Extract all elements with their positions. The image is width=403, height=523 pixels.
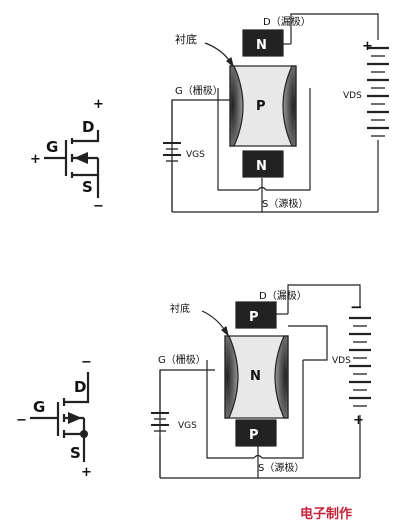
bottom-symbol-minus: − bbox=[81, 355, 92, 370]
top-symbol-s: S bbox=[82, 178, 93, 196]
bottom-vds-battery bbox=[349, 316, 371, 407]
top-symbol-g: G bbox=[46, 138, 58, 156]
bottom-substrate-label: 衬底 bbox=[170, 302, 190, 315]
top-symbol-plus: + bbox=[93, 97, 104, 112]
top-source-region: N bbox=[256, 159, 267, 174]
top-gate-sign: + bbox=[30, 152, 41, 167]
bottom-vds-label: VDS bbox=[332, 356, 351, 366]
top-mosfet-symbol bbox=[44, 130, 100, 198]
bottom-symbol-plus: + bbox=[81, 465, 92, 480]
bottom-mosfet-symbol bbox=[30, 372, 90, 462]
top-drain-label: D（漏极） bbox=[263, 15, 311, 28]
bottom-vds-plus: + bbox=[353, 413, 364, 428]
top-symbol-minus: − bbox=[93, 199, 104, 214]
top-drain-region: N bbox=[256, 38, 267, 53]
bottom-vgs-battery bbox=[151, 412, 169, 432]
top-vgs-battery bbox=[163, 142, 181, 162]
top-vgs-label: VGS bbox=[186, 150, 205, 160]
top-diagram bbox=[163, 13, 389, 213]
bottom-source-region: P bbox=[249, 428, 259, 443]
bottom-drain-label: D（漏极） bbox=[259, 289, 307, 302]
bottom-vgs-label: VGS bbox=[178, 421, 197, 431]
top-gate-label: G（栅极） bbox=[175, 84, 223, 97]
bottom-source-label: S（源极） bbox=[258, 461, 304, 474]
bottom-vds-minus: − bbox=[350, 298, 363, 316]
bottom-symbol-d: D bbox=[74, 378, 86, 396]
top-substrate-label: 衬底 bbox=[175, 32, 197, 46]
bottom-diagram bbox=[151, 284, 371, 479]
bottom-gate-label: G（栅极） bbox=[158, 353, 206, 366]
bottom-symbol-s: S bbox=[70, 444, 81, 462]
top-source-label: S（源极） bbox=[262, 197, 308, 210]
bottom-channel-label: N bbox=[250, 369, 261, 384]
bottom-drain-region: P bbox=[249, 310, 259, 325]
top-vds-battery bbox=[367, 46, 389, 137]
bottom-symbol-g: G bbox=[33, 398, 45, 416]
top-vds-label: VDS bbox=[343, 91, 362, 101]
bottom-gate-sign: − bbox=[16, 413, 27, 428]
top-vds-plus: + bbox=[362, 39, 373, 54]
top-channel-label: P bbox=[256, 99, 266, 114]
top-symbol-d: D bbox=[82, 118, 94, 136]
watermark-logo: 电子制作 bbox=[300, 506, 352, 522]
